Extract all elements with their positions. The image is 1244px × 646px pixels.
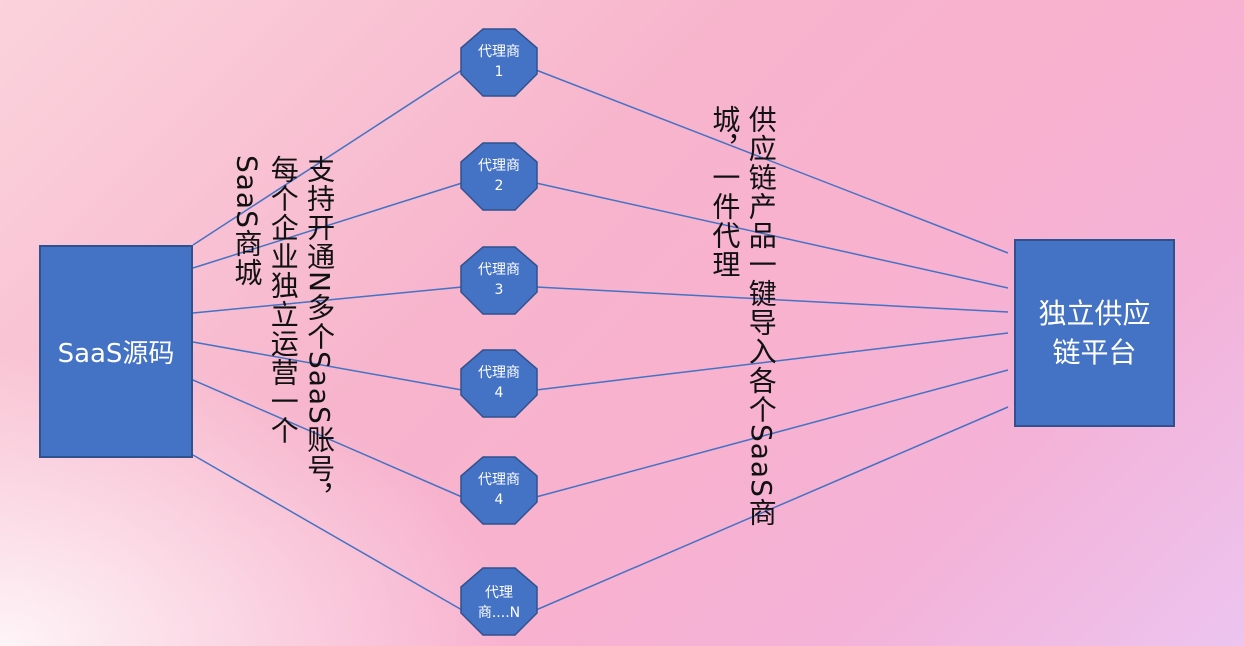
agent-node-shape-6 [460, 567, 538, 636]
connector-source-agent3 [192, 286, 463, 314]
agent-node-shape-2 [460, 142, 538, 211]
agent-node-4: 代理商4 [459, 348, 539, 418]
agent-node-shape-1 [460, 28, 538, 97]
connector-agentN-platform [535, 406, 1009, 611]
agent-node-shape-4 [460, 349, 538, 418]
saas-source-label: SaaS源码 [57, 339, 175, 369]
supply-chain-platform-box: 独立供应链平台 [1014, 239, 1175, 427]
platform-label: 独立供应链平台 [1038, 296, 1151, 369]
connector-agent2-platform [535, 182, 1009, 289]
connector-source-agent4 [192, 341, 463, 391]
agent-node-label: 代理商1 [478, 43, 520, 80]
supply-chain-import-note: 供应链产品一键导入各个SaaS商 城，一件代理 [708, 105, 778, 527]
agent-node-1: 代理商1 [459, 27, 539, 97]
saas-account-note: 支持开通N多个SaaS账号， 每个企业独立运营一个 SaaS商城 [230, 155, 337, 512]
connector-source-agent1 [192, 69, 463, 246]
agent-node-label: 代理商4 [478, 364, 520, 401]
connector-agent4-platform [535, 332, 1009, 391]
connector-source-agentN [192, 454, 463, 611]
agent-node-3: 代理商3 [459, 245, 539, 315]
agent-node-n: 代理商....N [459, 568, 539, 638]
agent-node-label: 代理商....N [477, 584, 521, 621]
agent-node-label: 代理商2 [478, 157, 520, 194]
agent-node-label: 代理商4 [478, 471, 520, 508]
agent-node-shape-5 [460, 456, 538, 525]
connector-agent1-platform [535, 69, 1009, 254]
agent-node-shape-3 [460, 246, 538, 315]
connector-agent5-platform [535, 369, 1009, 498]
connector-source-agent5 [192, 379, 463, 498]
agent-node-label: 代理商3 [478, 261, 520, 298]
connector-source-agent2 [192, 182, 463, 269]
agent-node-2: 代理商2 [459, 141, 539, 211]
agent-node-5: 代理商4 [459, 455, 539, 525]
connector-agent3-platform [535, 286, 1009, 313]
saas-source-box: SaaS源码 [39, 245, 193, 458]
